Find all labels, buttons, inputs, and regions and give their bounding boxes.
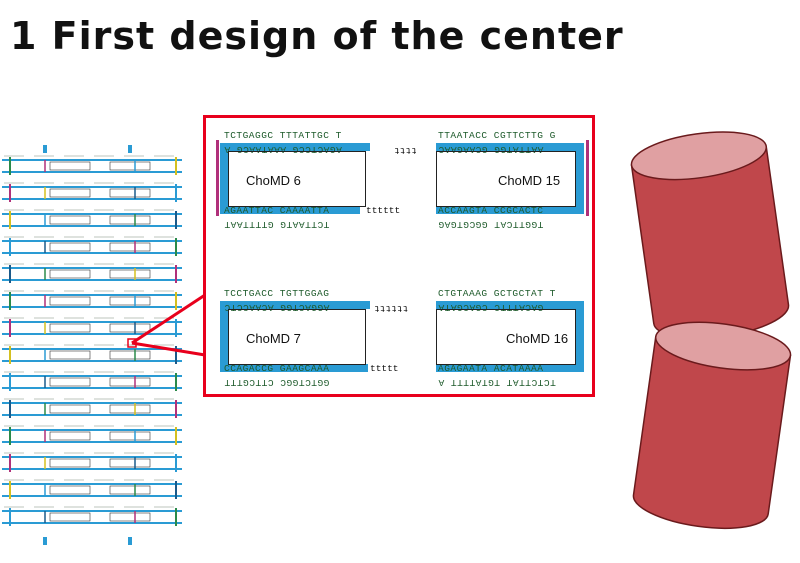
overview-row xyxy=(2,398,182,418)
upper-right-end-marker xyxy=(586,140,589,216)
upper-strand-bottom-left xyxy=(220,206,360,214)
overview-helix-end xyxy=(43,145,47,153)
lower-loop-bottom: ttttt xyxy=(370,363,399,374)
overview-row xyxy=(2,236,182,256)
overview-helix-end xyxy=(128,145,132,153)
lower-module-right-box xyxy=(436,309,576,365)
module-label-chomd-16: ChoMD 16 xyxy=(506,331,569,346)
origami-overview-map xyxy=(2,145,182,545)
upper-strand-right-vert xyxy=(576,143,584,213)
upper-left-end-marker xyxy=(216,140,219,216)
module-label-chomd-6: ChoMD 6 xyxy=(246,173,301,188)
lower-top-seq-right: CTGTAAAG GCTGCTAT T xyxy=(438,288,556,299)
module-label-chomd-7: ChoMD 7 xyxy=(246,331,301,346)
overview-row xyxy=(2,452,182,472)
overview-row xyxy=(2,263,182,283)
upper-top-seq-right: TTAATACC CGTTCTTG G xyxy=(438,130,556,141)
overview-row xyxy=(2,425,182,445)
upper-outer-bottom-left: TCTTAATG GTTTTAAT xyxy=(224,219,330,230)
zoom-detail-box: TCTGAGGC TTTATTGC T TTAATACC CGTTCTTG G … xyxy=(203,115,595,397)
upper-strand-left-vert xyxy=(220,143,228,213)
upper-strand-top-right xyxy=(436,143,584,151)
upper-module-left-box xyxy=(228,151,366,207)
lower-module-left-box xyxy=(228,309,366,365)
lower-cylinder xyxy=(632,321,792,529)
lower-bottom-seq-left: CCAGACCG GAAGCAAA xyxy=(224,363,330,374)
overview-row xyxy=(2,371,182,391)
upper-bottom-seq-right: ACCAAGTA CCGCACTC xyxy=(438,205,544,216)
upper-loop-top: tttt xyxy=(394,145,417,156)
overview-helix-end xyxy=(43,537,47,545)
lower-outer-bottom-left: GGTCTGGC CTTCGTTT xyxy=(224,377,330,388)
overview-row xyxy=(2,182,182,202)
upper-top-seq-left: TCTGAGGC TTTATTGC T xyxy=(224,130,342,141)
overview-row xyxy=(2,155,182,175)
lower-bottom-seq-right: AGAGAATA ACATAAAA xyxy=(438,363,544,374)
lower-top-seq-left: TCCTGACC TGTTGGAG xyxy=(224,288,330,299)
upper-outer-bottom-right: TGGTTCAT GGCGTGAG xyxy=(438,219,544,230)
upper-strand-bottom-right xyxy=(436,206,584,214)
upper-cylinder xyxy=(630,131,790,339)
overview-row xyxy=(2,317,182,337)
slide-title: 1 First design of the center xyxy=(10,14,624,58)
overview-row xyxy=(2,209,182,229)
lower-strand-bottom-right xyxy=(436,364,584,372)
lower-strand-left-vert xyxy=(220,301,228,371)
upper-loop-bottom: tttttt xyxy=(366,205,401,216)
lower-loop-top: tttttt xyxy=(374,303,409,314)
lower-strand-top-right xyxy=(436,301,584,309)
upper-module-right-box xyxy=(436,151,576,207)
upper-bottom-seq-left: AGAATTAC CAAAATTA xyxy=(224,205,330,216)
lower-strand-right-vert xyxy=(576,301,584,371)
overview-row xyxy=(2,344,182,364)
lower-strand-top-left xyxy=(220,301,370,309)
overview-row xyxy=(2,290,182,310)
overview-helix-end xyxy=(128,537,132,545)
lower-strand-bottom-left xyxy=(220,364,368,372)
overview-row xyxy=(2,506,182,526)
module-label-chomd-15: ChoMD 15 xyxy=(498,173,561,188)
overview-row xyxy=(2,479,182,499)
helix-cylinder-pair xyxy=(630,131,792,529)
lower-outer-bottom-right: TCTCTTAT TGTATTTT A xyxy=(438,377,556,388)
upper-strand-top-left xyxy=(220,143,370,151)
